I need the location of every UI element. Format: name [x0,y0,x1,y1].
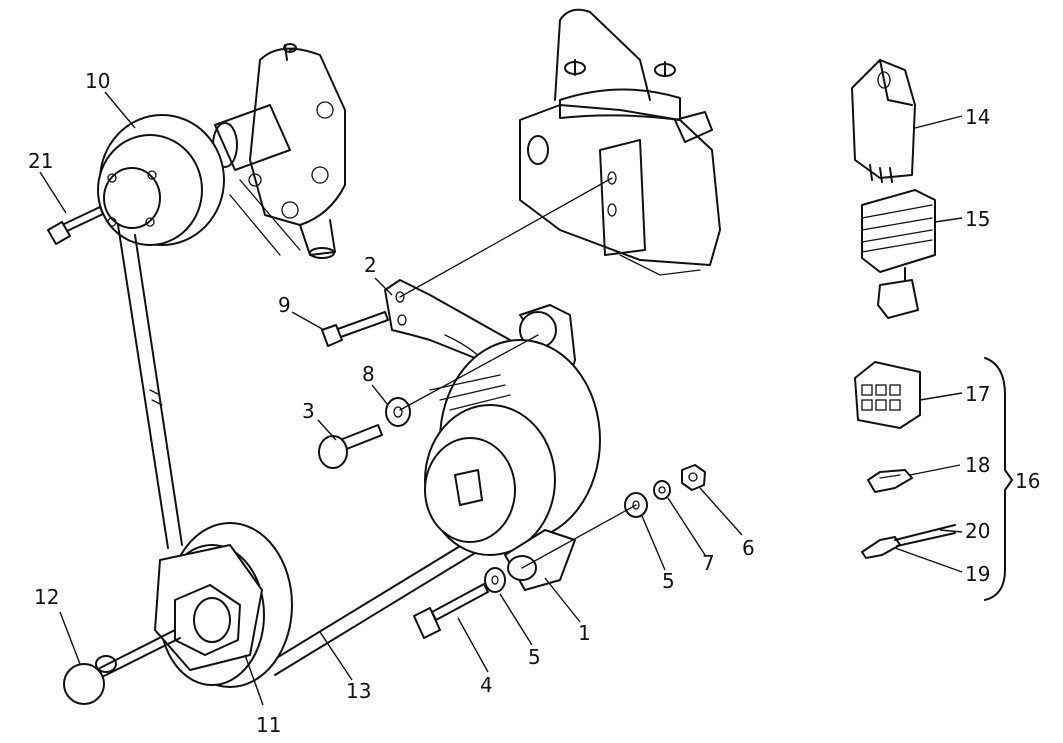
group-bracket-16 [984,357,1013,601]
callout-15: 15 [965,207,990,231]
callout-10: 10 [85,69,110,93]
callout-6: 6 [742,536,755,560]
water-pump-pulley [97,114,225,246]
callout-17: 17 [965,382,990,406]
alternator [424,304,601,591]
wire-20 [894,524,956,547]
v-belt [117,224,481,676]
callout-5-upper: 5 [662,569,675,593]
crankshaft-pulley [154,522,293,688]
callout-11: 11 [256,713,281,737]
washer-5-lower [484,567,506,593]
callout-14: 14 [965,105,990,129]
regulator-15 [861,189,936,319]
callout-16: 16 [1015,469,1040,493]
callout-13: 13 [346,679,371,703]
crankshaft-bolt [63,629,181,705]
washer-8 [385,397,411,427]
callout-20: 20 [965,519,990,543]
callout-5-lower: 5 [528,645,541,669]
leader-lines [39,91,963,706]
callout-9: 9 [278,293,291,317]
callout-7: 7 [702,551,715,575]
engine-block [519,8,721,276]
callout-12: 12 [34,585,59,609]
bolt-9 [321,311,389,347]
callout-1: 1 [578,621,591,645]
connector-17 [854,361,921,429]
terminal-18 [867,469,913,493]
callout-4: 4 [480,673,493,697]
nut-6 [681,464,706,491]
callout-8: 8 [362,362,375,386]
callout-19: 19 [965,562,990,586]
spring-washer-7 [653,480,671,500]
callout-18: 18 [965,453,990,477]
relay-14 [851,59,916,183]
callout-labels: 1 2 3 4 5 5 6 7 8 9 10 11 12 13 14 15 16… [28,69,1040,737]
callout-21: 21 [28,149,53,173]
bolt-4 [413,583,489,639]
alignment-lines [399,177,637,569]
water-pump [212,43,346,259]
callout-3: 3 [302,399,315,423]
callout-2: 2 [364,253,377,277]
pulley-bolt [47,206,104,245]
